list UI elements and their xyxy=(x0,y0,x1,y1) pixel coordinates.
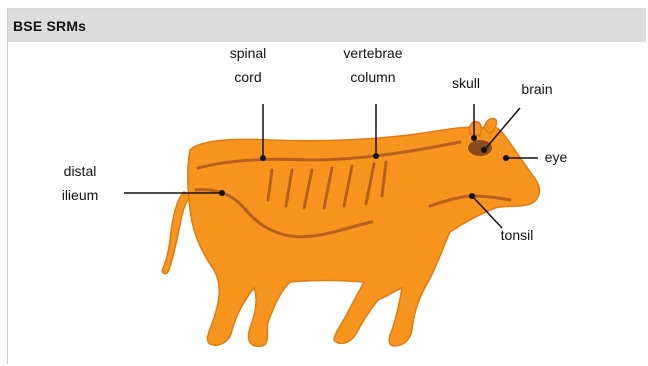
cow-tail xyxy=(162,192,190,274)
dot-eye xyxy=(503,155,509,161)
label-spinal: spinal xyxy=(230,45,267,61)
dot-distal-ilieum xyxy=(219,190,225,196)
label-distal: distal xyxy=(64,163,97,179)
label-tonsil: tonsil xyxy=(501,227,534,243)
label-ilieum: ilieum xyxy=(62,187,99,203)
label-vertebrae: vertebrae xyxy=(343,45,402,61)
cow-body xyxy=(188,126,540,346)
brain-patch xyxy=(468,140,492,156)
dot-spinal-cord xyxy=(260,155,266,161)
label-skull: skull xyxy=(452,75,480,91)
label-brain: brain xyxy=(521,81,552,97)
dot-tonsil xyxy=(469,193,475,199)
dot-brain xyxy=(481,147,487,153)
label-column: column xyxy=(350,69,395,85)
label-cord: cord xyxy=(234,69,261,85)
dot-vertebrae xyxy=(373,153,379,159)
label-eye: eye xyxy=(545,149,568,165)
dot-skull xyxy=(471,135,477,141)
cow-ear xyxy=(469,122,481,136)
